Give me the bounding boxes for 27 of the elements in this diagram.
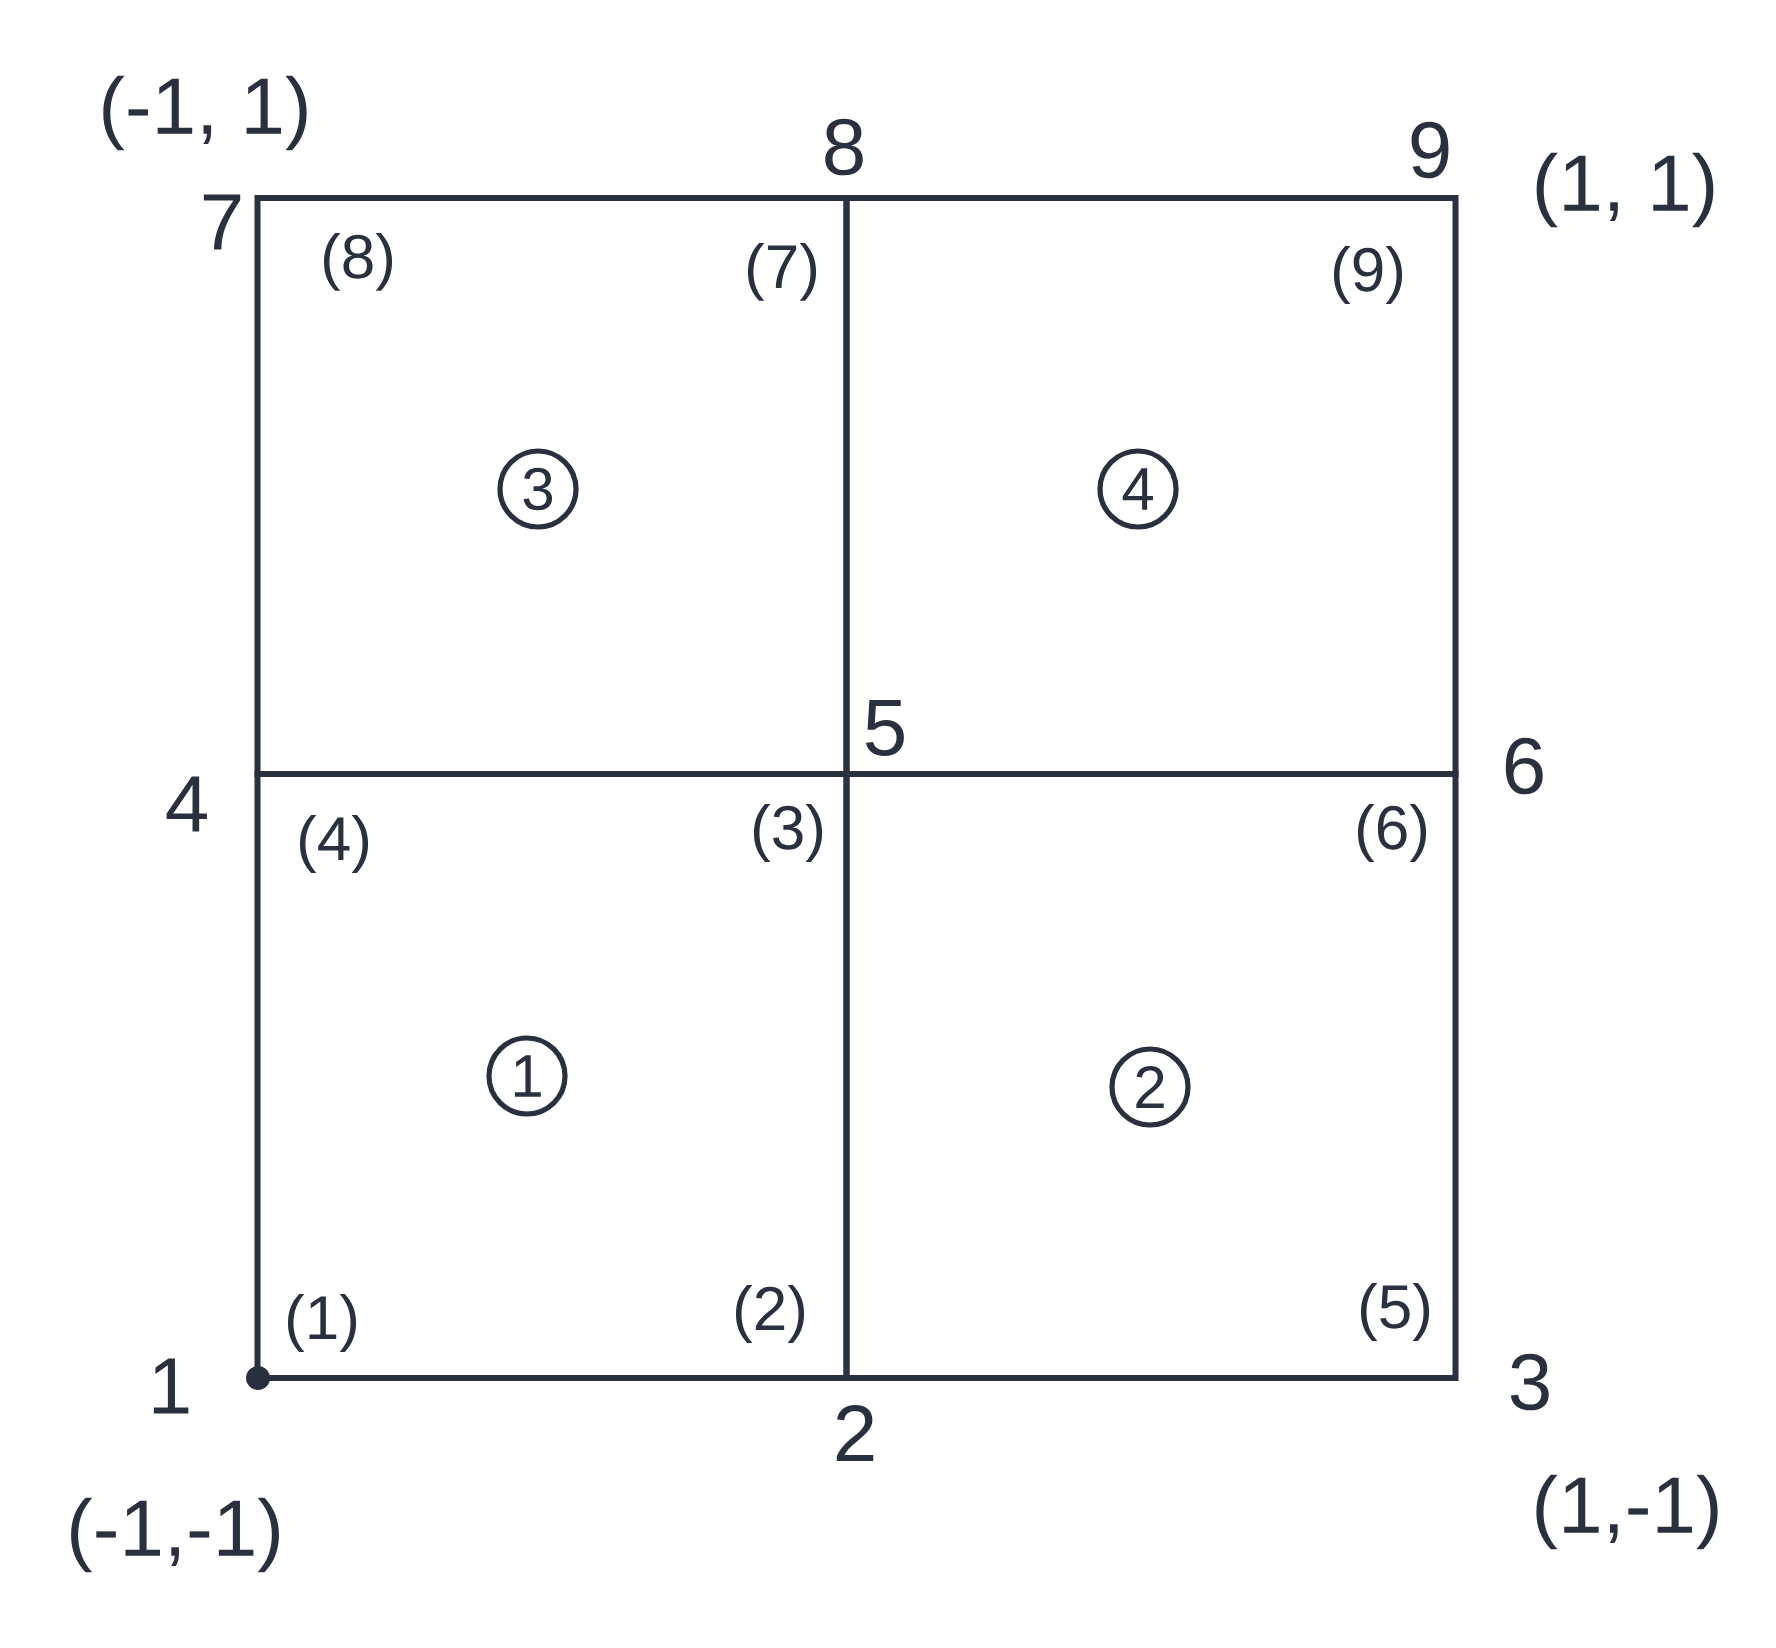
vertex-number: 7 [203,194,241,250]
coordinate-label: (1, 1) [1536,152,1714,228]
vertex-number: 9 [1411,121,1449,179]
corner-number: (9) [1334,246,1403,304]
coordinate-label: (1,-1) [1536,1474,1718,1550]
vertex-number: 4 [166,776,207,832]
coordinate-label: (-1, 1) [103,75,307,151]
circled-number: 2 [1109,1046,1191,1128]
corner-number: (4) [300,815,369,873]
vertex-number: 1 [153,1358,189,1414]
vertex-number: 6 [1505,737,1543,795]
coordinate-label: (-1,-1) [71,1497,279,1573]
corner-number: (2) [736,1285,805,1343]
corner-number: (7) [748,243,817,301]
corner-number: (6) [1358,804,1427,862]
circled-number: 4 [1097,448,1179,530]
circled-number: 3 [497,448,579,530]
corner-number: (3) [754,804,823,862]
vertex-number: 3 [1510,1353,1549,1411]
vertex-number: 2 [836,1405,874,1461]
corner-number: (5) [1361,1283,1430,1341]
vertex-number: 5 [865,700,904,756]
corner-number: (1) [288,1294,357,1352]
vertex-number: 8 [825,118,863,176]
mesh-cell [843,771,1459,1381]
circled-number: 1 [486,1035,568,1117]
corner-number: (8) [324,233,393,291]
